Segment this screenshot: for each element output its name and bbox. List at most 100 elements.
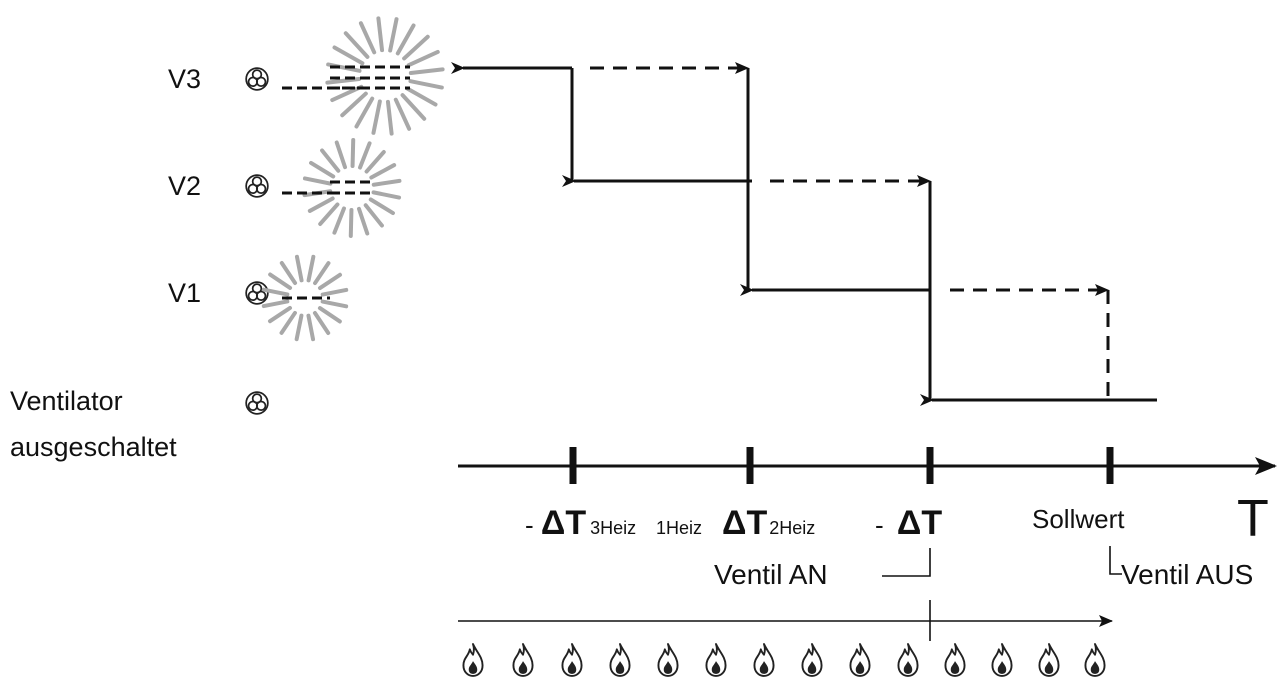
glow-ray: [317, 306, 342, 324]
flame-icon: [753, 643, 775, 677]
tick-label-delta-t3-sub: 3Heiz: [590, 518, 636, 538]
flame-icon: [609, 643, 631, 677]
glow-ray: [306, 313, 316, 342]
flame-icon: [991, 643, 1013, 677]
glow-ray: [369, 163, 397, 180]
tick-label-delta-t3-symbol: ΔT: [541, 504, 586, 542]
glow-ray: [408, 67, 445, 76]
glow-ray: [325, 76, 362, 85]
glow-ray: [340, 91, 368, 118]
flame-icon: [657, 643, 679, 677]
airflow-glow-v1: [261, 254, 349, 342]
flame-icon: [849, 643, 871, 677]
level-label-v1: V1: [168, 278, 201, 308]
glow-ray: [294, 254, 304, 283]
flame-icon: [561, 643, 583, 677]
tick-label-delta-t3-prefix: -: [525, 510, 541, 540]
glow-ray: [358, 21, 377, 55]
fan-icon-v3: [245, 67, 269, 91]
glow-ray: [261, 299, 290, 309]
airflow-glow-v2: [302, 138, 402, 238]
glow-ray: [334, 140, 348, 170]
glow-ray: [406, 49, 440, 68]
tick-label-delta-t2-sub: 2Heiz: [769, 518, 815, 538]
glow-ray: [385, 99, 394, 136]
glow-ray: [332, 45, 365, 66]
airflow-dashes-v3: [282, 65, 410, 90]
axis-ticks: [569, 447, 1114, 484]
glow-ray: [348, 207, 354, 238]
valve-on-label: Ventil AN: [714, 559, 828, 590]
flame-icon: [1038, 643, 1060, 677]
heating-flames: [462, 643, 1106, 677]
flame-icon: [512, 643, 534, 677]
glow-ray: [320, 287, 349, 297]
level-label-v2: V2: [168, 171, 201, 201]
airflow-dashes-v2: [282, 180, 372, 195]
glow-ray: [318, 202, 340, 226]
glow-ray: [371, 190, 402, 200]
glow-ray: [356, 206, 370, 236]
glow-ray: [350, 138, 356, 169]
glow-ray: [354, 96, 375, 129]
level-label-v3: V3: [168, 64, 201, 94]
glow-ray: [376, 16, 385, 53]
fan-icon-off: [245, 391, 269, 415]
glow-ray: [402, 34, 430, 61]
glow-ray: [395, 23, 416, 56]
switching-lines-dashed: [590, 62, 1110, 400]
glow-ray: [279, 310, 297, 335]
axis-label-temperature: T: [1237, 490, 1269, 548]
glow-ray: [405, 86, 438, 107]
flame-icon: [801, 643, 823, 677]
switching-lines-solid: [451, 62, 1157, 406]
airflow-glow-v3: [325, 16, 445, 136]
glow-ray: [318, 272, 343, 291]
glow-ray: [294, 313, 304, 342]
glow-ray: [267, 305, 292, 324]
tick-label-delta-t-symbol: ΔT: [897, 504, 942, 542]
glow-ray: [364, 150, 386, 174]
glow-ray: [313, 261, 331, 286]
glow-ray: [306, 254, 316, 283]
flame-icon: [705, 643, 727, 677]
tick-label-delta-t2-symbol: ΔT: [722, 504, 767, 542]
flame-icon: [1084, 643, 1106, 677]
glow-ray: [309, 160, 336, 179]
flame-icon: [462, 643, 484, 677]
glow-ray: [371, 99, 382, 135]
glow-ray: [307, 196, 335, 213]
valve-off-leader: [1109, 546, 1122, 575]
glow-ray: [363, 203, 384, 228]
glow-ray: [261, 287, 290, 297]
glow-ray: [320, 299, 349, 309]
glow-ray: [393, 97, 412, 131]
glow-ray: [302, 176, 333, 186]
valve-on-leader: [882, 548, 931, 577]
flame-icon: [944, 643, 966, 677]
glow-ray: [330, 84, 364, 103]
fan-icon-v2: [245, 174, 269, 198]
tick-label-delta-t-prefix: -: [875, 510, 891, 540]
tick-label-delta-t: - ΔT: [875, 504, 942, 542]
fan-off-label-line1: Ventilator: [10, 386, 123, 416]
glow-ray: [312, 311, 331, 336]
glow-ray: [320, 148, 341, 173]
glow-ray: [358, 141, 372, 170]
glow-ray: [388, 17, 399, 53]
glow-ray: [343, 31, 370, 59]
glow-ray: [408, 79, 444, 90]
fan-off-label-line2: ausgeschaltet: [10, 432, 177, 462]
tick-label-delta-t1-sub: 1Heiz: [656, 518, 702, 538]
glow-ray: [268, 272, 293, 290]
glow-ray: [400, 93, 427, 121]
glow-ray: [279, 260, 298, 285]
valve-off-label: Ventil AUS: [1121, 559, 1253, 590]
fan-icon-v1: [245, 281, 269, 305]
flame-icon: [897, 643, 919, 677]
glow-ray: [368, 197, 395, 216]
glow-ray: [332, 206, 346, 235]
